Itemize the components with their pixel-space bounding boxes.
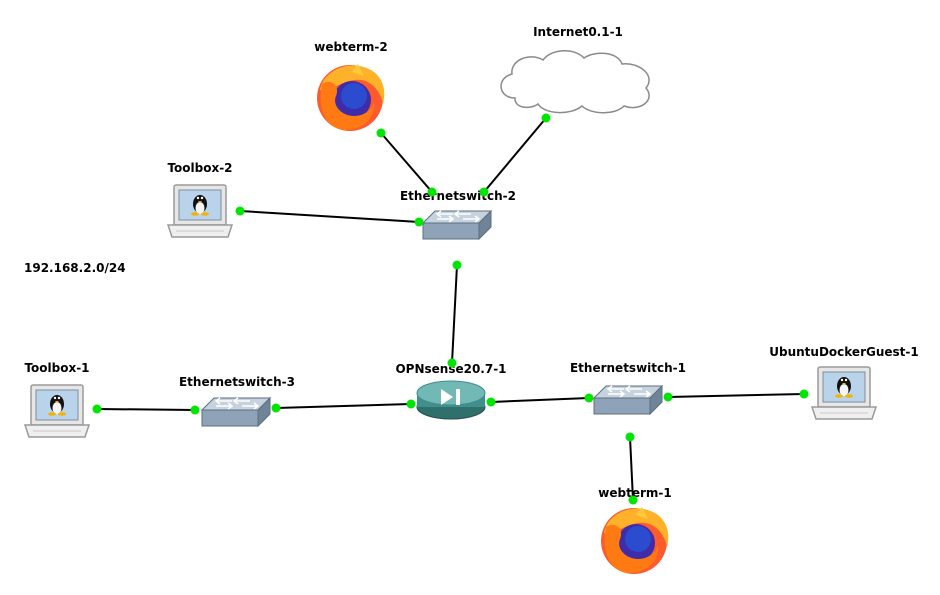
port-status-dot <box>628 495 638 505</box>
node-ethernetswitch-1[interactable] <box>593 385 663 415</box>
node-toolbox-2[interactable] <box>167 184 233 238</box>
link-opnsense-eswitch1[interactable] <box>490 397 590 403</box>
port-status-dot <box>799 389 809 399</box>
node-label-toolbox-2: Toolbox-2 <box>167 161 232 175</box>
node-label-webterm-1: webterm-1 <box>598 486 671 500</box>
port-status-dot <box>452 260 462 270</box>
port-status-dot <box>92 404 102 414</box>
node-label-webterm-2: webterm-2 <box>314 40 387 54</box>
port-status-dot <box>271 403 281 413</box>
linux-computer-icon <box>24 384 90 438</box>
port-status-dot <box>479 187 489 197</box>
ethernet-switch-icon <box>422 210 492 240</box>
node-webterm-2[interactable] <box>317 64 385 131</box>
linux-computer-icon <box>811 366 877 420</box>
link-eswitch3-opnsense[interactable] <box>275 403 412 409</box>
ethernet-switch-icon <box>201 397 271 427</box>
subnet-label: 192.168.2.0/24 <box>24 261 126 275</box>
node-label-internet: Internet0.1-1 <box>533 25 623 39</box>
node-label-ethernetswitch-2: Ethernetswitch-2 <box>400 189 516 203</box>
port-status-dot <box>406 399 416 409</box>
port-status-dot <box>447 358 457 368</box>
port-status-dot <box>235 206 245 216</box>
port-status-dot <box>414 217 424 227</box>
node-ethernetswitch-3[interactable] <box>201 397 271 427</box>
port-status-dot <box>625 432 635 442</box>
node-label-toolbox-1: Toolbox-1 <box>24 361 89 375</box>
port-status-dot <box>427 187 437 197</box>
link-toolbox2-eswitch2[interactable] <box>239 210 420 223</box>
firefox-icon <box>317 64 385 131</box>
link-internet-eswitch2[interactable] <box>483 117 547 193</box>
node-label-opnsense: OPNsense20.7-1 <box>395 362 506 376</box>
port-status-dot <box>190 405 200 415</box>
link-eswitch2-opnsense[interactable] <box>451 264 458 364</box>
link-eswitch1-ubuntu[interactable] <box>667 393 805 398</box>
link-toolbox1-eswitch3[interactable] <box>96 408 196 411</box>
node-label-ubuntudockerguest-1: UbuntuDockerGuest-1 <box>769 345 918 359</box>
port-status-dot <box>376 128 386 138</box>
node-internet[interactable] <box>500 50 650 114</box>
node-label-ethernetswitch-3: Ethernetswitch-3 <box>179 375 295 389</box>
port-status-dot <box>486 397 496 407</box>
firefox-icon <box>601 507 669 574</box>
port-status-dot <box>663 392 673 402</box>
link-eswitch1-webterm1[interactable] <box>629 436 634 501</box>
ethernet-switch-icon <box>593 385 663 415</box>
link-webterm2-eswitch2[interactable] <box>380 132 433 193</box>
port-status-dot <box>541 113 551 123</box>
cloud-icon <box>500 50 650 114</box>
node-opnsense[interactable] <box>416 380 486 420</box>
node-webterm-1[interactable] <box>601 507 669 574</box>
port-status-dot <box>584 393 594 403</box>
node-label-ethernetswitch-1: Ethernetswitch-1 <box>570 361 686 375</box>
linux-computer-icon <box>167 184 233 238</box>
node-ubuntudockerguest-1[interactable] <box>811 366 877 420</box>
node-toolbox-1[interactable] <box>24 384 90 438</box>
router-icon <box>416 380 486 420</box>
node-ethernetswitch-2[interactable] <box>422 210 492 240</box>
